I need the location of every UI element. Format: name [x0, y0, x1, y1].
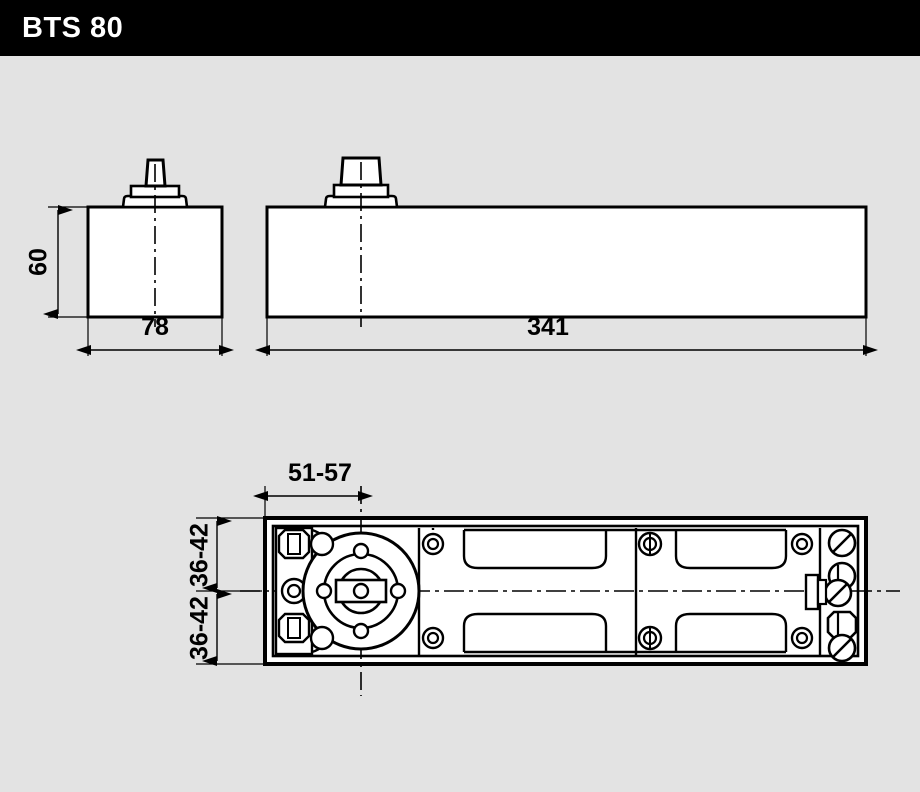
- technical-drawing: 60 78: [25, 156, 900, 696]
- plan-locating-hole-left: [315, 582, 333, 600]
- dimension-label-offset-51-57: 51-57: [288, 459, 352, 487]
- plan-pocket-upper-right: [674, 530, 788, 570]
- plan-pocket-lower-left: [462, 612, 608, 652]
- dimension-label-length-341: 341: [527, 313, 569, 341]
- plan-valve-screws: [804, 528, 858, 663]
- plan-left-adjuster-block: [274, 526, 330, 656]
- dimension-label-height-60: 60: [25, 248, 53, 276]
- plan-recess-pockets: [417, 528, 822, 656]
- plan-locating-hole-top: [352, 542, 370, 560]
- drawing-canvas: 60 78: [0, 56, 920, 792]
- dimension-label-offset-top-36-42: 36-42: [186, 523, 214, 587]
- plan-pocket-lower-right: [674, 612, 788, 652]
- plan-mounting-holes: [421, 531, 814, 651]
- plan-spindle-center-hole: [352, 582, 370, 600]
- plan-corner-boss-bottom: [309, 625, 335, 651]
- plan-valve-hex: [826, 610, 858, 640]
- dimension-label-offset-bottom-36-42: 36-42: [186, 596, 214, 660]
- plan-piston-end: [804, 573, 820, 611]
- plan-locating-hole-right: [389, 582, 407, 600]
- front-elevation-view: 341: [255, 156, 878, 356]
- dimension-label-width-78: 78: [141, 313, 169, 341]
- page-title: BTS 80: [22, 11, 124, 44]
- plan-view: 51-57 36-42 36-42: [186, 459, 900, 696]
- side-elevation-view: 60 78: [25, 158, 234, 356]
- front-elevation-body: [265, 205, 868, 319]
- plan-pocket-upper-left: [462, 530, 608, 570]
- plan-locating-hole-bottom: [352, 622, 370, 640]
- plan-corner-boss-top: [309, 531, 335, 557]
- title-bar: BTS 80: [0, 0, 920, 56]
- plan-spindle-assembly: [301, 531, 421, 651]
